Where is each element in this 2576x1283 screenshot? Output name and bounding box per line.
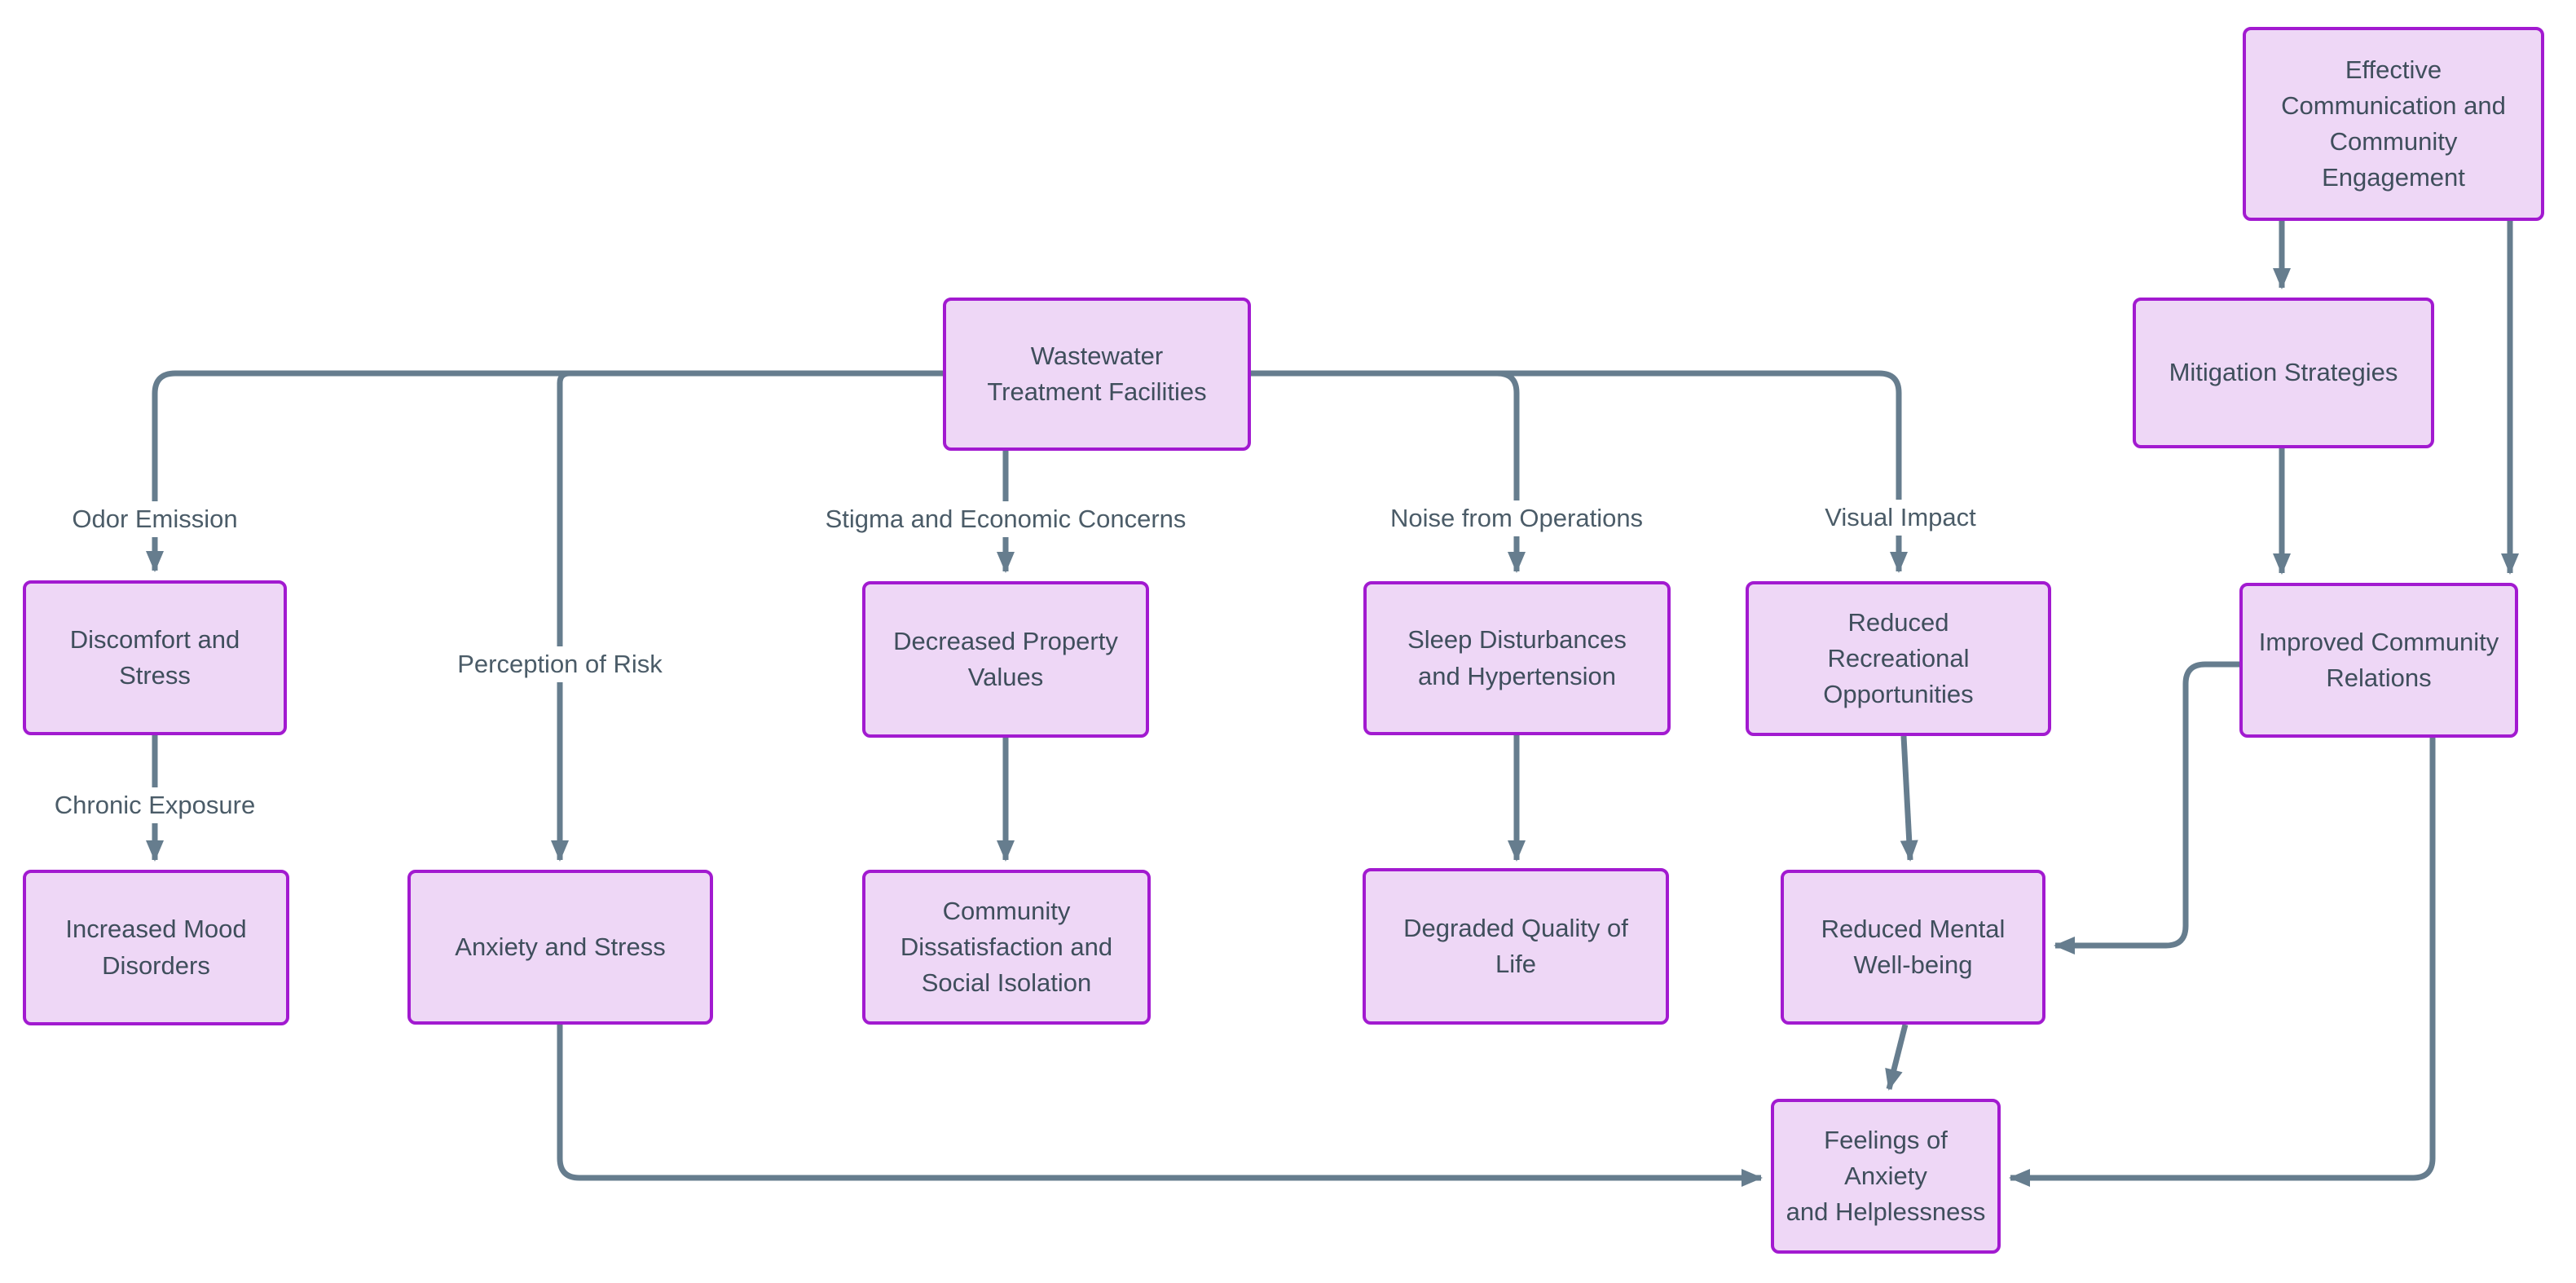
node-sleep-disturbances: Sleep Disturbances and Hypertension [1363,581,1671,735]
node-label: Decreased Property Values [893,626,1118,691]
edge-reducedmental-to-feelings [1885,1024,1909,1091]
node-discomfort-and-stress: Discomfort and Stress [23,580,287,735]
edge-wastewater-to-reducedrec [1251,370,1908,573]
node-increased-mood-disorders: Increased Mood Disorders [23,870,289,1025]
node-wastewater-treatment-facilities: Wastewater Treatment Facilities [943,298,1251,451]
node-community-dissatisfaction: Community Dissatisfaction and Social Iso… [862,870,1151,1025]
node-label: Increased Mood Disorders [65,915,247,980]
node-label: Wastewater Treatment Facilities [987,341,1207,406]
edge-wastewater-to-discomfort [146,370,943,572]
node-label: Sleep Disturbances and Hypertension [1407,625,1627,690]
node-label: Improved Community Relations [2258,627,2499,692]
edge-anxiety-to-feelings [557,1025,1763,1187]
edge-improved-to-reducedmental [2054,661,2239,955]
edge-reducedrec-to-reducedmental [1900,735,1918,862]
node-degraded-quality-of-life: Degraded Quality of Life [1363,868,1669,1025]
node-label: Anxiety and Stress [455,932,666,961]
edge-label-stigma-economic-concerns: Stigma and Economic Concerns [815,501,1196,537]
node-label: Community Dissatisfaction and Social Iso… [900,896,1113,997]
edge-label-chronic-exposure: Chronic Exposure [44,787,266,823]
node-anxiety-and-stress: Anxiety and Stress [407,870,713,1025]
node-label: Mitigation Strategies [2169,358,2398,387]
edge-wastewater-to-anxiety [551,370,570,862]
node-decreased-property-values: Decreased Property Values [862,581,1149,738]
edge-label-odor-emission: Odor Emission [62,501,248,537]
node-label: Reduced Mental Well-being [1821,914,2006,979]
node-label: Reduced Recreational Opportunities [1823,607,1974,708]
node-reduced-recreational-opportunities: Reduced Recreational Opportunities [1746,581,2051,736]
node-improved-community-relations: Improved Community Relations [2239,583,2518,738]
edge-improved-to-feelings [2009,738,2436,1187]
node-label: Discomfort and Stress [69,624,240,690]
node-reduced-mental-well-being: Reduced Mental Well-being [1781,870,2045,1025]
node-label: Effective Communication and Community En… [2281,55,2506,192]
edge-wastewater-to-sleep [1251,370,1526,573]
node-label: Degraded Quality of Life [1403,913,1628,978]
node-mitigation-strategies: Mitigation Strategies [2133,298,2434,448]
edge-label-visual-impact: Visual Impact [1815,500,1986,536]
edge-label-perception-of-risk: Perception of Risk [447,646,672,682]
node-effective-communication: Effective Communication and Community En… [2243,27,2544,221]
node-feelings-of-anxiety: Feelings of Anxiety and Helplessness [1771,1099,2001,1254]
node-label: Feelings of Anxiety and Helplessness [1786,1125,1986,1226]
edge-label-noise-from-operations: Noise from Operations [1380,500,1653,536]
